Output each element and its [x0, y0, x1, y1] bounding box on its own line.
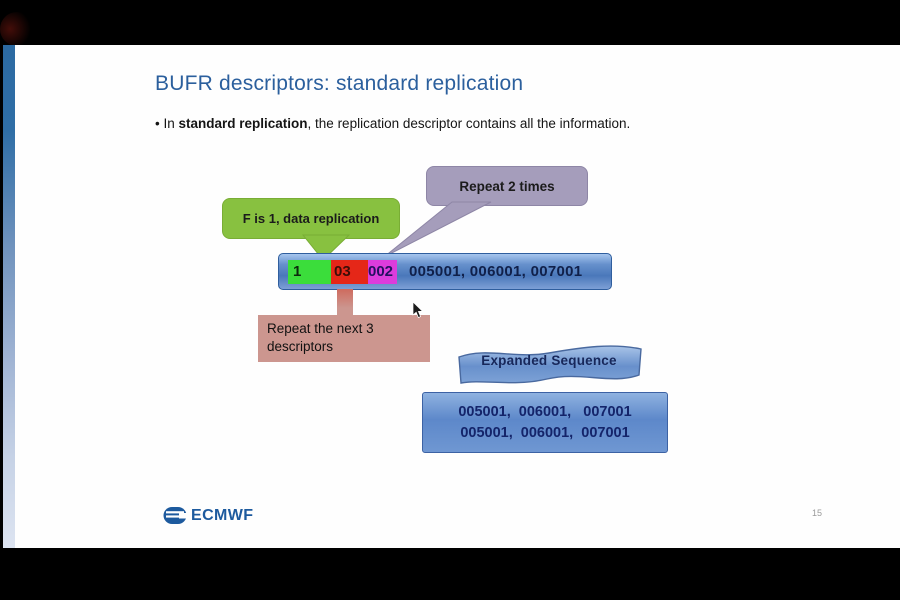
expanded-line-1: 005001, 006001, 007001 — [458, 403, 632, 420]
bullet-text-bold: standard replication — [178, 116, 308, 131]
callout-repeat-tail — [383, 201, 492, 258]
descriptor-list: 005001, 006001, 007001 — [409, 263, 583, 280]
expanded-line-2: 005001, 006001, 007001 — [460, 424, 630, 441]
expanded-sequence-box: 005001, 006001, 007001 005001, 006001, 0… — [422, 392, 668, 453]
slide-edge-accent-bar — [3, 45, 15, 548]
bullet-text-prefix: In — [163, 116, 179, 131]
bullet-marker: • — [155, 116, 160, 131]
bullet-paragraph: • In standard replication, the replicati… — [155, 114, 683, 133]
presentation-slide: BUFR descriptors: standard replication •… — [3, 45, 900, 548]
ecmwf-logo-icon — [163, 507, 188, 524]
callout-repeat-next-3: Repeat the next 3 descriptors — [258, 315, 430, 362]
callout-repeat-2-times: Repeat 2 times — [426, 166, 588, 206]
callout-repeat-label: Repeat 2 times — [459, 178, 555, 194]
ecmwf-logo: ECMWF — [163, 506, 253, 525]
f-value-highlight: 1 — [288, 259, 331, 284]
ecmwf-logo-text: ECMWF — [191, 506, 254, 524]
y-value-highlight: 002 — [368, 259, 397, 284]
expanded-sequence-label: Expanded Sequence — [481, 353, 617, 368]
slide-page-number: 15 — [812, 508, 823, 518]
mouse-cursor-icon — [412, 302, 424, 319]
callout-f-label: F is 1, data replication — [242, 211, 380, 226]
letterbox-artifact — [0, 12, 34, 46]
callout-f-tail — [301, 234, 351, 261]
bullet-text-suffix: , the replication descriptor contains al… — [307, 116, 631, 131]
x-value-highlight: 03 — [331, 259, 368, 284]
callout-next-label: Repeat the next 3 descriptors — [267, 321, 374, 354]
expanded-sequence-ribbon — [458, 345, 642, 384]
callout-next-stem — [337, 289, 353, 316]
slide-title: BUFR descriptors: standard replication — [155, 72, 524, 95]
callout-f-is-1: F is 1, data replication — [222, 198, 400, 239]
